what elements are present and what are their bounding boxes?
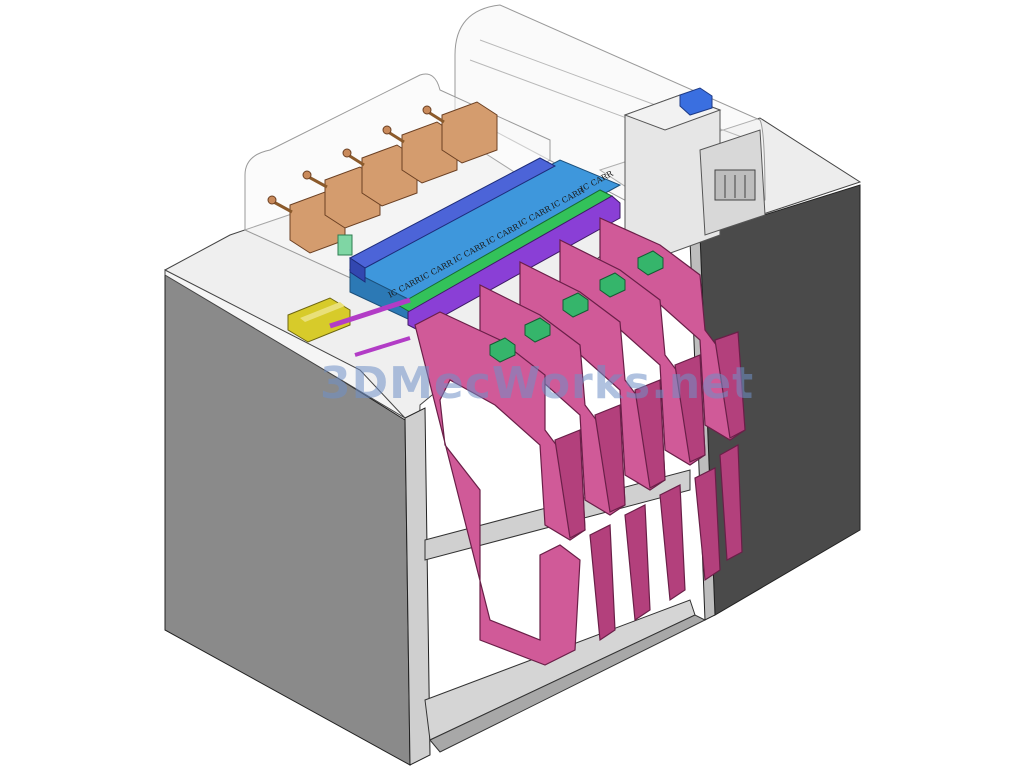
chute-1 bbox=[414, 311, 586, 666]
yellow-block bbox=[287, 297, 411, 357]
rail-blue bbox=[349, 157, 557, 283]
chute-5 bbox=[599, 217, 746, 441]
rail-green-purple bbox=[396, 189, 621, 331]
chute-4 bbox=[559, 239, 706, 466]
chute-lower-row bbox=[589, 444, 743, 642]
connector-blocks bbox=[489, 250, 664, 363]
watermark-text: 3DMecWorks.net bbox=[320, 358, 754, 409]
pneumatic-cylinders bbox=[267, 101, 498, 256]
motor-block-blue bbox=[679, 87, 713, 116]
cylinder-5 bbox=[422, 101, 498, 164]
slide-chutes bbox=[414, 217, 746, 666]
